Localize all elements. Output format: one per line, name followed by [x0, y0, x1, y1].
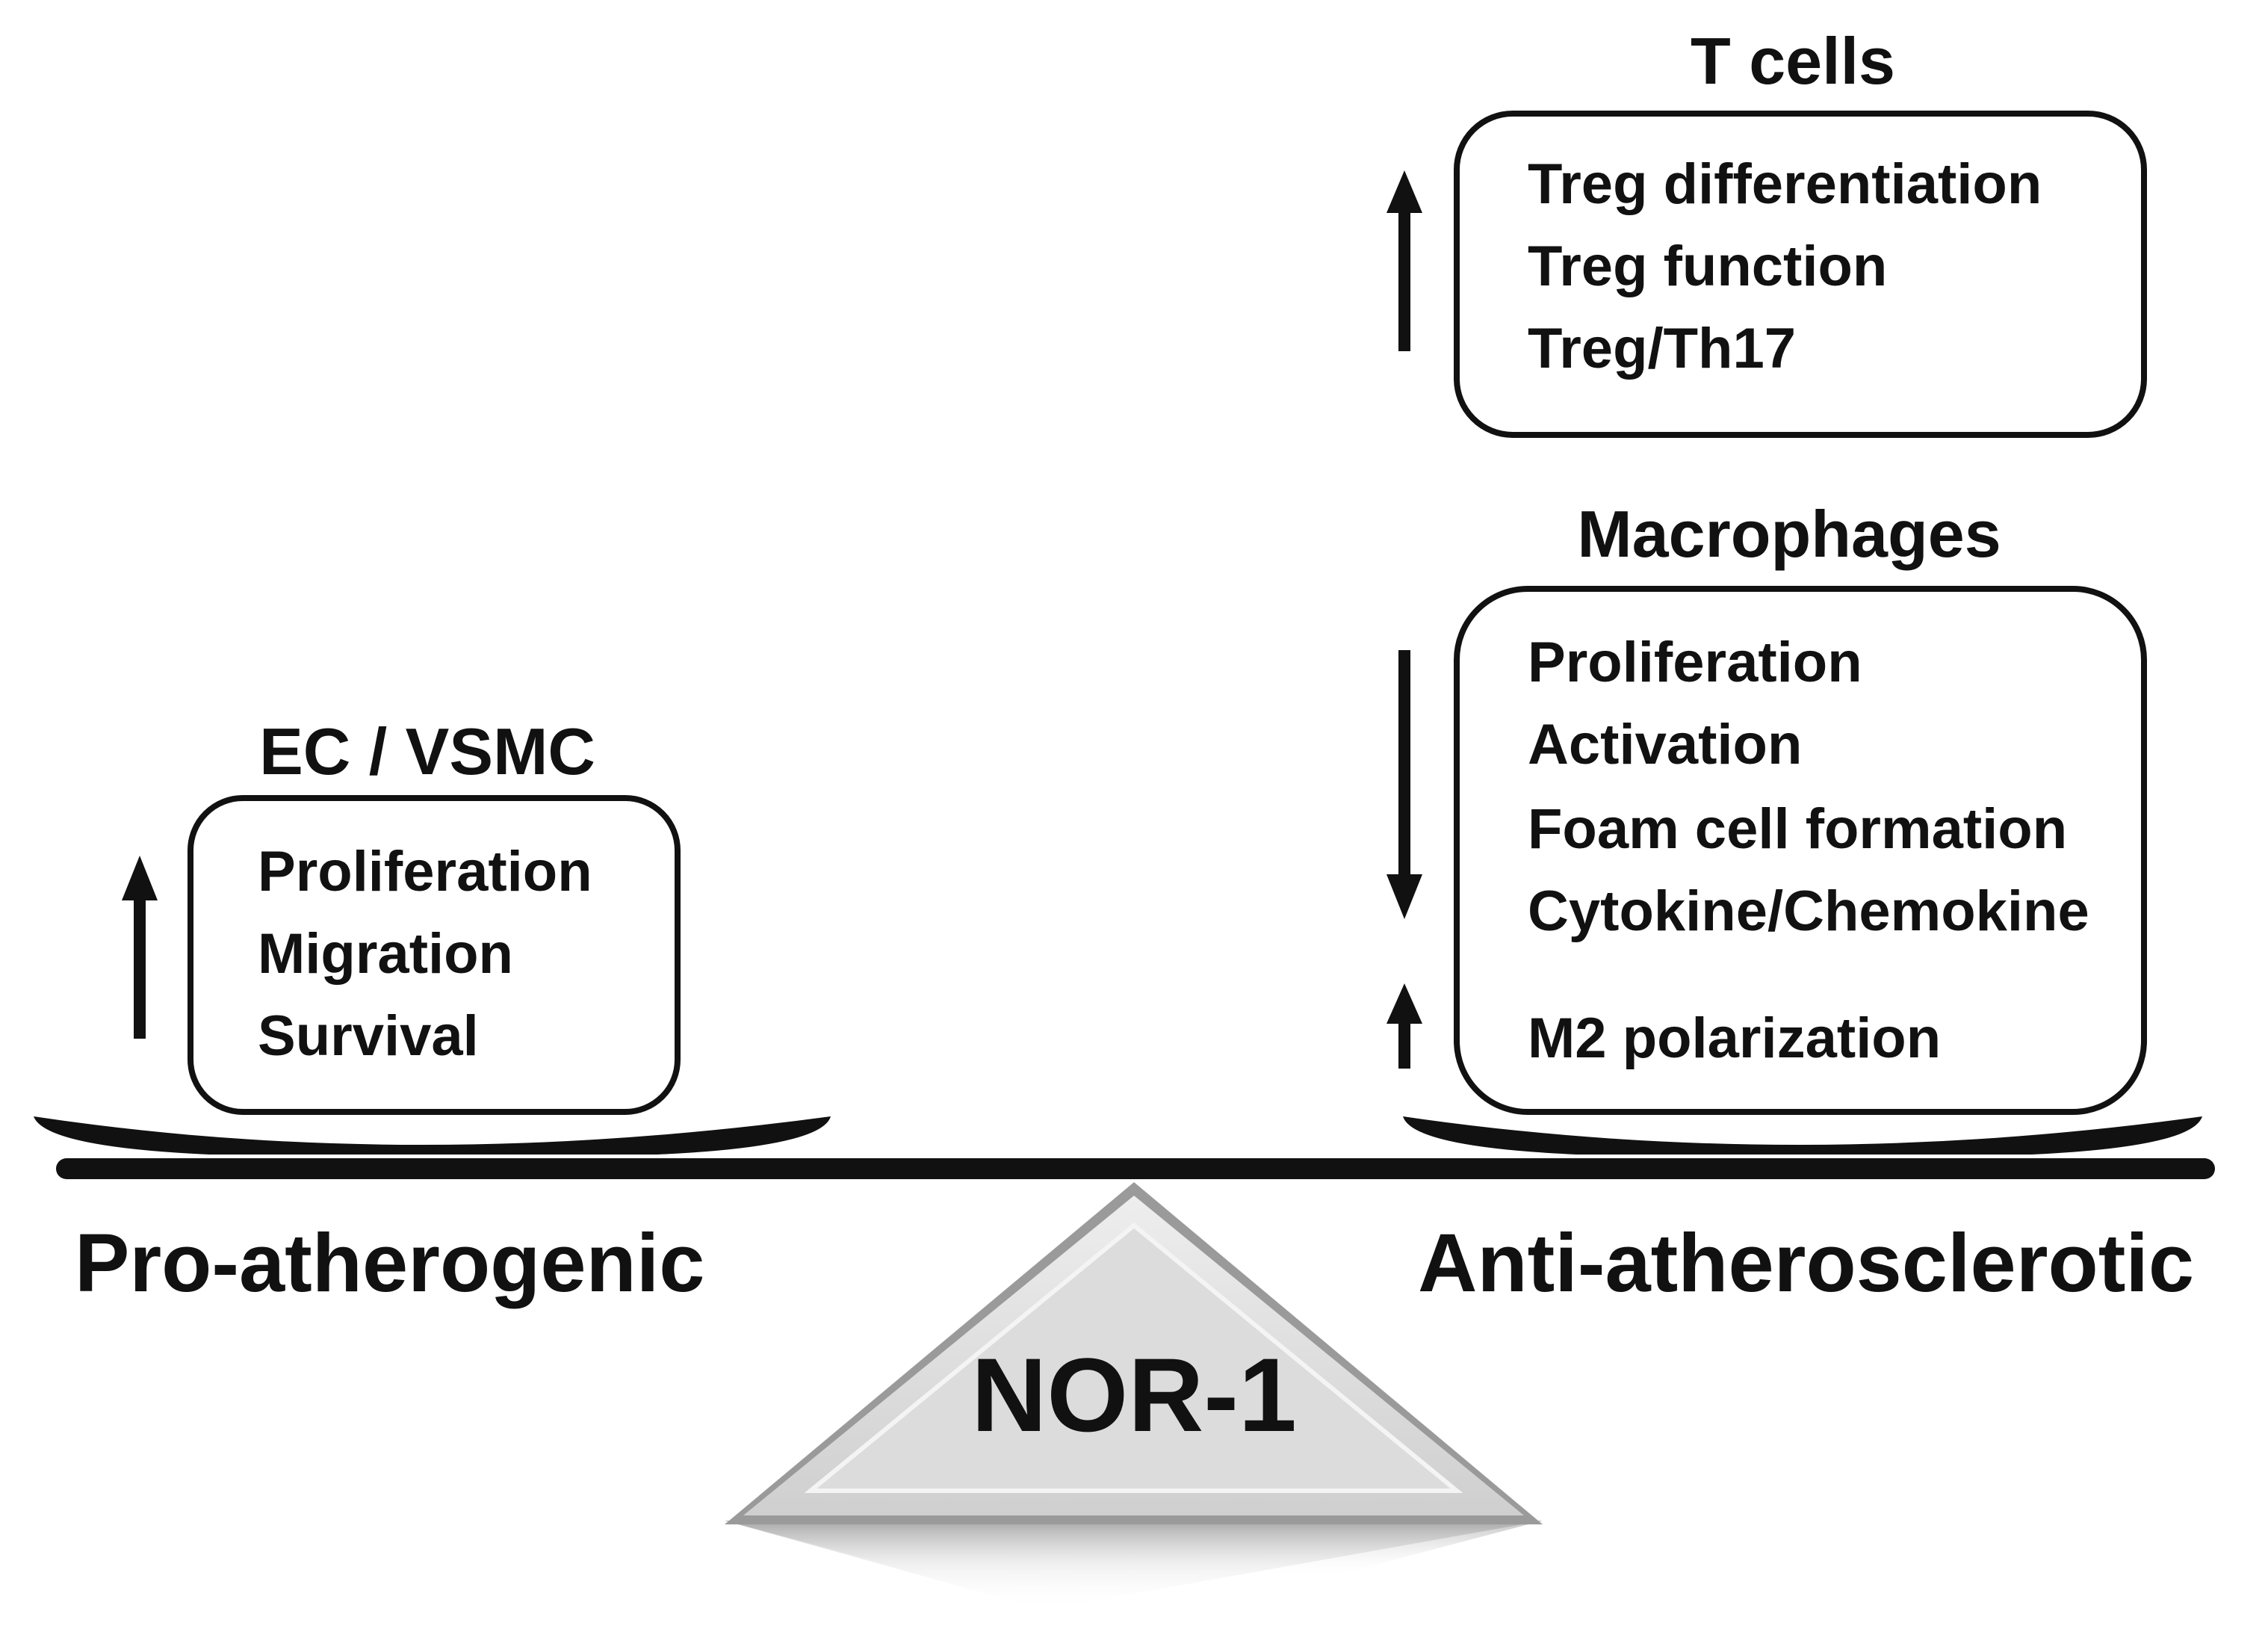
macrophages-item: Foam cell formation: [1528, 797, 2067, 861]
macrophages-item: Activation: [1528, 713, 1802, 776]
up-arrow-icon: [1386, 170, 1422, 351]
ec-vsmc-box: [188, 795, 681, 1115]
macrophages-item: M2 polarization: [1528, 1007, 1941, 1070]
right-scale-pan: [1403, 1116, 2202, 1155]
macrophages-item: Cytokine/Chemokine: [1528, 880, 2089, 943]
ec-vsmc-item: Migration: [258, 922, 513, 986]
pro-atherogenic-label: Pro-atherogenic: [75, 1217, 704, 1309]
left-scale-pan: [34, 1116, 831, 1155]
fulcrum-label: NOR-1: [971, 1336, 1297, 1453]
macrophages-title: Macrophages: [1577, 497, 2001, 571]
t-cells-item: Treg/Th17: [1528, 317, 1796, 380]
up-arrow-icon: [1386, 983, 1422, 1069]
t-cells-item: Treg function: [1528, 235, 1887, 298]
up-arrow-icon: [122, 856, 158, 1039]
balance-beam: [56, 1158, 2215, 1179]
fulcrum: [725, 1182, 1543, 1610]
t-cells-box: [1454, 111, 2147, 438]
t-cells-title: T cells: [1691, 24, 1895, 98]
macrophages-box: [1454, 586, 2147, 1115]
down-arrow-icon: [1386, 650, 1422, 919]
t-cells-item: Treg differentiation: [1528, 152, 2042, 216]
ec-vsmc-item: Survival: [258, 1004, 479, 1068]
ec-vsmc-item: Proliferation: [258, 840, 592, 903]
anti-atherosclerotic-label: Anti-atherosclerotic: [1418, 1217, 2194, 1309]
ec-vsmc-title: EC / VSMC: [259, 714, 595, 788]
macrophages-item: Proliferation: [1528, 631, 1862, 694]
